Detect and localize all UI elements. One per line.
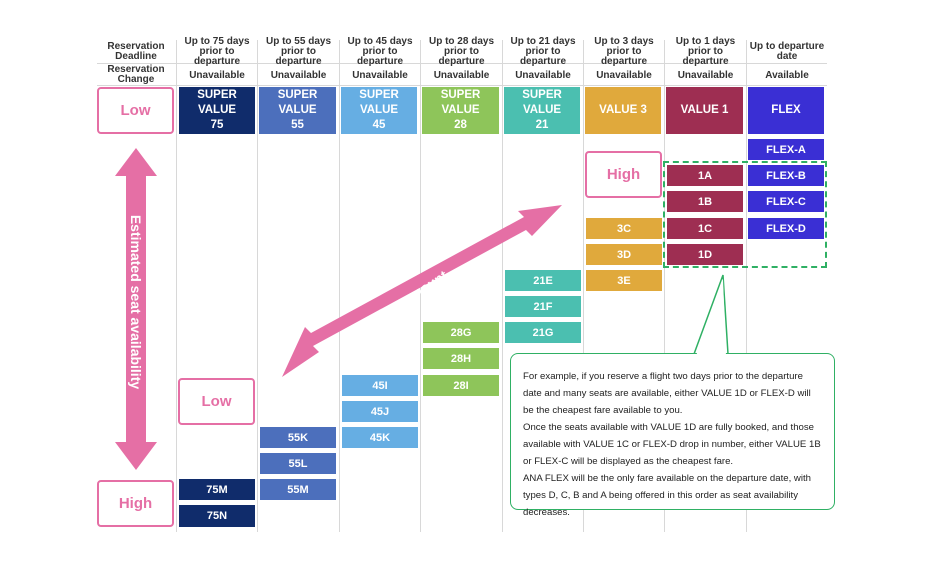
seat-45j: 45J: [342, 401, 418, 422]
change-v1: Unavailable: [677, 69, 734, 81]
callout-pointer: [692, 274, 729, 355]
header-deadline-sv75: Up to 75 days prior to departure: [184, 36, 250, 67]
fare-flex: FLEX: [748, 87, 824, 134]
change-sv28: Unavailable: [433, 69, 490, 81]
header-deadline-sv28: Up to 28 days prior to departure: [428, 36, 495, 67]
seat-55l: 55L: [260, 453, 336, 474]
seat-flex-d: FLEX-D: [748, 218, 824, 239]
note-paragraph-2: Once the seats available with VALUE 1D a…: [523, 422, 821, 467]
seat-55k: 55K: [260, 427, 336, 448]
change-v3: Unavailable: [596, 69, 652, 81]
seat-21g: 21G: [505, 322, 581, 343]
fare-super-value-55: SUPER VALUE 55: [259, 87, 336, 134]
header-deadline-flex: Up to departure date: [749, 41, 825, 62]
seat-3c: 3C: [586, 218, 662, 239]
fare-super-value-75: SUPER VALUE 75: [179, 87, 255, 134]
seat-28g: 28G: [423, 322, 499, 343]
change-sv55: Unavailable: [270, 69, 327, 81]
reservation-deadline-label: Reservation Deadline: [107, 41, 165, 62]
header-deadline-v1: Up to 1 days prior to departure: [675, 36, 736, 67]
header-deadline-v3: Up to 3 days prior to departure: [594, 36, 654, 67]
high-label-right: High: [585, 151, 662, 198]
seat-45i: 45I: [342, 375, 418, 396]
seat-21f: 21F: [505, 296, 581, 317]
change-sv75: Unavailable: [189, 69, 245, 81]
seat-flex-a: FLEX-A: [748, 139, 824, 160]
seat-flex-c: FLEX-C: [748, 191, 824, 212]
note-paragraph-1: For example, if you reserve a flight two…: [523, 371, 811, 416]
seat-55m: 55M: [260, 479, 336, 500]
fare-super-value-45: SUPER VALUE 45: [341, 87, 417, 134]
low-label-left: Low: [178, 378, 255, 425]
seat-availability-label: Estimated seat availability: [128, 214, 144, 390]
change-flex: Available: [765, 69, 809, 81]
seat-1b: 1B: [667, 191, 743, 212]
header-deadline-sv45: Up to 45 days prior to departure: [347, 36, 413, 67]
seat-75n: 75N: [179, 505, 255, 527]
change-sv21: Unavailable: [515, 69, 571, 81]
reservation-change-label: Reservation Change: [107, 64, 165, 85]
seat-1a: 1A: [667, 165, 743, 186]
change-sv45: Unavailable: [352, 69, 408, 81]
example-note: For example, if you reserve a flight two…: [510, 353, 835, 518]
low-label-top: Low: [97, 87, 174, 134]
seat-45k: 45K: [342, 427, 418, 448]
fare-value-3: VALUE 3: [585, 87, 661, 134]
seat-28i: 28I: [423, 375, 499, 396]
header-deadline-sv55: Up to 55 days prior to departure: [265, 36, 332, 67]
seat-3d: 3D: [586, 244, 662, 265]
fare-super-value-21: SUPER VALUE 21: [504, 87, 580, 134]
fare-value-1: VALUE 1: [666, 87, 743, 134]
seat-21e: 21E: [505, 270, 581, 291]
seat-1c: 1C: [667, 218, 743, 239]
seat-28h: 28H: [423, 348, 499, 369]
header-deadline-sv21: Up to 21 days prior to departure: [510, 36, 576, 67]
seat-3e: 3E: [586, 270, 662, 291]
seat-flex-b: FLEX-B: [748, 165, 824, 186]
highlight-dashed-box: [663, 161, 827, 268]
fare-amount-label: Fare amount: [373, 267, 451, 325]
seat-1d: 1D: [667, 244, 743, 265]
seat-75m: 75M: [179, 479, 255, 500]
high-label-bottom: High: [97, 480, 174, 527]
fare-super-value-28: SUPER VALUE 28: [422, 87, 499, 134]
note-paragraph-3: ANA FLEX will be the only fare available…: [523, 473, 811, 518]
